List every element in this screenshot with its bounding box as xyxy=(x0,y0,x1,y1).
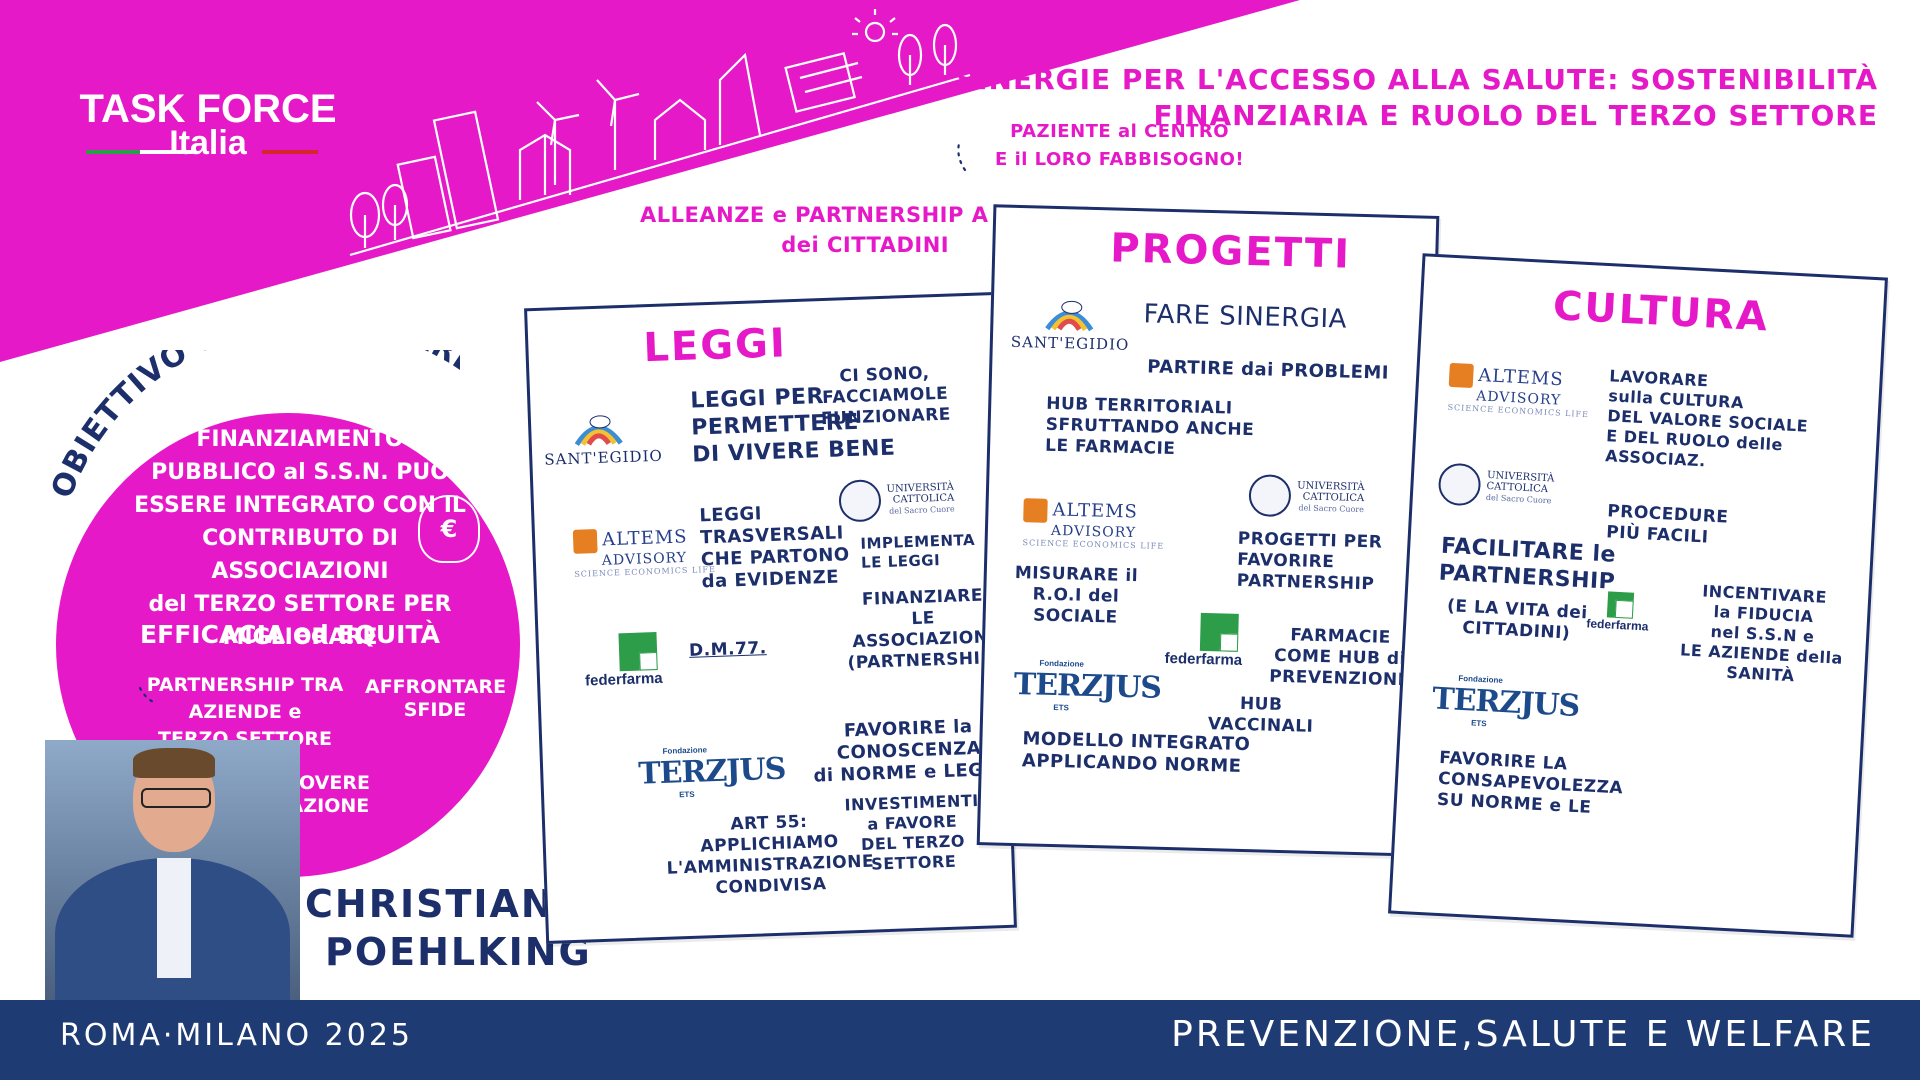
speaker-hair xyxy=(133,748,215,778)
logo-terzjus-2: Fondazione TERZJUS ETS xyxy=(1013,658,1161,715)
federfarma-label-3: federfarma xyxy=(1586,616,1649,634)
logo-santegidio: SANT'EGIDIO xyxy=(542,402,664,469)
logo-line1: TASK FORCE xyxy=(79,87,337,131)
santegidio-label: SANT'EGIDIO xyxy=(544,446,664,469)
progetti-note-8: MODELLO INTEGRATO APPLICANDO NORME xyxy=(1021,728,1251,777)
altems-name-3: ALTEMS xyxy=(1477,364,1565,391)
altems-tagline: SCIENCE ECONOMICS LIFE xyxy=(574,564,716,579)
terzjus-name-3: TERZJUS xyxy=(1431,681,1581,725)
progetti-note-1: FARE SINERGIA xyxy=(1143,299,1348,335)
leggi-note-7: FAVORIRE la CONOSCENZA di NORME e LEGGI xyxy=(813,716,1007,787)
objective-affrontare: AFFRONTARE SFIDE xyxy=(365,676,507,721)
card-cultura-title: CULTURA xyxy=(1551,283,1771,341)
ucsc-text-2: UNIVERSITÀ CATTOLICA del Sacro Cuore xyxy=(1296,480,1365,515)
city-skyline-doodle xyxy=(349,9,971,257)
ucsc-line3-2: del Sacro Cuore xyxy=(1298,502,1365,514)
speaker-shirt xyxy=(157,858,191,978)
progetti-note-6: FARMACIE COME HUB di PREVENZIONE xyxy=(1268,625,1411,691)
card-leggi-title: LEGGI xyxy=(642,320,788,372)
ucsc-seal-icon xyxy=(1248,474,1292,518)
logo-terzjus-3: Fondazione TERZJUS ETS xyxy=(1431,672,1581,733)
page-title-line2: FINANZIARIA E RUOLO DEL TERZO SETTORE xyxy=(1153,99,1878,132)
leggi-note-2: CI SONO, FACCIAMOLE FUNZIONARE xyxy=(820,363,952,430)
ucsc-line3: del Sacro Cuore xyxy=(888,504,955,516)
logo-altems-2: ALTEMS ADVISORY SCIENCE ECONOMICS LIFE xyxy=(1023,498,1166,551)
page-title: SINERGIE PER L'ACCESSO ALLA SALUTE: SOST… xyxy=(956,62,1878,134)
logo-line2: Italia xyxy=(169,124,247,162)
cultura-note-2: PROCEDURE PIÙ FACILI xyxy=(1605,501,1729,548)
logo-altems-3: ALTEMS ADVISORY SCIENCE ECONOMICS LIFE xyxy=(1447,362,1591,419)
logo-federfarma-1: federfarma xyxy=(583,631,663,690)
dove-icon xyxy=(574,415,623,447)
altems-name-2: ALTEMS xyxy=(1052,499,1139,523)
magenta-banner xyxy=(0,0,1300,362)
cultura-note-3: FACILITARE le PARTNERSHIP xyxy=(1438,533,1617,595)
leggi-note-3: LEGGI TRASVERSALI CHE PARTONO da EVIDENZ… xyxy=(699,503,851,593)
task-force-logo: TASK FORCE Italia xyxy=(48,87,368,162)
federfarma-mark-icon xyxy=(1606,591,1635,619)
leggi-note-9: INVESTIMENTI a FAVORE DEL TERZO SETTORE xyxy=(844,790,979,874)
speaker-glasses xyxy=(141,788,211,808)
altems-mark-icon xyxy=(1448,362,1474,389)
logo-federfarma-3: federfarma xyxy=(1586,590,1650,634)
ucsc-text-3: UNIVERSITÀ CATTOLICA del Sacro Cuore xyxy=(1486,469,1555,505)
card-progetti-title: PROGETTI xyxy=(1109,225,1352,278)
cultura-note-4: (E LA VITA dei CITTADINI) xyxy=(1446,596,1589,644)
ucsc-seal-icon xyxy=(838,479,882,523)
progetti-note-4: MISURARE il R.O.I del SOCIALE xyxy=(1014,562,1139,628)
altems-name: ALTEMS xyxy=(601,526,688,551)
cultura-note-6: FAVORIRE LA CONSAPEVOLEZZA SU NORME e LE xyxy=(1436,747,1624,818)
page-title-line1: SINERGIE PER L'ACCESSO ALLA SALUTE: SOST… xyxy=(955,63,1878,96)
money-bag-icon: € xyxy=(418,495,480,563)
card-cultura: CULTURA ALTEMS ADVISORY SCIENCE ECONOMIC… xyxy=(1388,253,1888,938)
federfarma-mark-icon xyxy=(618,631,658,672)
leggi-note-8: ART 55: APPLICHIAMO L'AMMINISTRAZIONE CO… xyxy=(666,811,875,899)
terzjus-name-2: TERZJUS xyxy=(1013,666,1162,706)
objective-emphasis: EFFICACIA ed EQUITÀ xyxy=(140,620,440,649)
ucsc-text: UNIVERSITÀ CATTOLICA del Sacro Cuore xyxy=(886,481,954,516)
footer-right: PREVENZIONE,SALUTE E WELFARE xyxy=(1171,1014,1875,1055)
footer-bar xyxy=(0,1000,1920,1080)
dove-icon xyxy=(1044,300,1093,332)
leggi-note-6: D.M.77. xyxy=(688,638,767,661)
objective-body: come il FINANZIAMENTO PUBBLICO al S.S.N.… xyxy=(134,394,466,650)
logo-ucsc-3: UNIVERSITÀ CATTOLICA del Sacro Cuore xyxy=(1437,462,1555,510)
federfarma-label-2: federfarma xyxy=(1164,649,1243,669)
progetti-note-5: PROGETTI PER FAVORIRE PARTNERSHIP xyxy=(1236,528,1383,595)
logo-ucsc-2: UNIVERSITÀ CATTOLICA del Sacro Cuore xyxy=(1248,474,1365,519)
logo-ucsc: UNIVERSITÀ CATTOLICA del Sacro Cuore xyxy=(838,477,955,523)
speaker-name-line1: CHRISTIAN xyxy=(305,882,555,926)
terzjus-name: TERZJUS xyxy=(637,751,786,792)
progetti-note-7: HUB VACCINALI xyxy=(1207,693,1314,737)
note-paziente: PAZIENTE al CENTRO E il LORO FABBISOGNO! xyxy=(995,121,1245,170)
progetti-note-2: PARTIRE dai PROBLEMI xyxy=(1146,356,1390,384)
altems-mark-icon xyxy=(1023,498,1048,523)
progetti-note-3: HUB TERRITORIALI SFRUTTANDO ANCHE LE FAR… xyxy=(1044,393,1255,460)
altems-mark-icon xyxy=(572,529,598,554)
santegidio-label-2: SANT'EGIDIO xyxy=(1010,332,1130,354)
logo-federfarma-2: federfarma xyxy=(1164,612,1243,669)
logo-altems: ALTEMS ADVISORY SCIENCE ECONOMICS LIFE xyxy=(572,525,716,579)
leggi-note-4: IMPLEMENTA LE LEGGI xyxy=(860,530,976,572)
card-leggi: LEGGI SANT'EGIDIO LEGGI PER PERMETTERE D… xyxy=(524,291,1017,945)
federfarma-label: federfarma xyxy=(584,669,663,690)
logo-terzjus-1: Fondazione TERZJUS ETS xyxy=(637,743,786,801)
speaker-photo xyxy=(45,740,300,1000)
footer-left: ROMA·MILANO 2025 xyxy=(60,1018,413,1053)
card-progetti: PROGETTI SANT'EGIDIO FARE SINERGIA PARTI… xyxy=(976,204,1440,857)
federfarma-mark-icon xyxy=(1199,612,1239,652)
ucsc-seal-icon xyxy=(1437,462,1482,507)
cultura-note-5: INCENTIVARE la FIDUCIA nel S.S.N e LE AZ… xyxy=(1679,581,1844,686)
logo-santegidio-2: SANT'EGIDIO xyxy=(1010,288,1130,354)
cultura-note-1: LAVORARE sulla CULTURA DEL VALORE SOCIAL… xyxy=(1604,366,1809,471)
objective-arc-title: OBIETTIVO da ACCELERARE xyxy=(45,350,460,503)
